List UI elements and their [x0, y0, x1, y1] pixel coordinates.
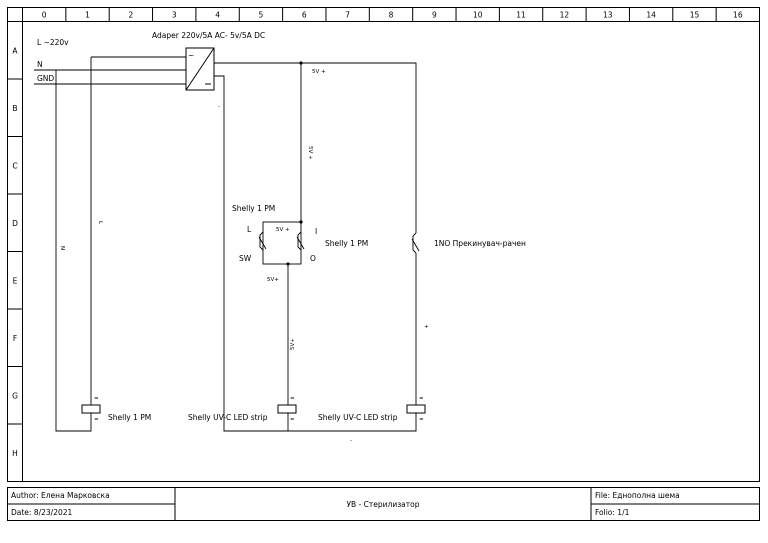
- junction-dot: [299, 220, 303, 224]
- label-load-uv2: Shelly UV-C LED strip: [318, 413, 398, 422]
- load-uv2-symbol: [406, 404, 426, 414]
- label-bottom-minus: -: [350, 438, 352, 444]
- column-label: 9: [432, 11, 437, 20]
- terminal-mark: =: [290, 417, 295, 423]
- row-label: B: [12, 104, 17, 113]
- junction-dot: [286, 262, 290, 266]
- terminal-mark: =: [290, 396, 295, 402]
- titleblock-folio: Folio: 1/1: [595, 508, 630, 517]
- label-adapter: Adaper 220v/5A AC- 5v/5A DC: [152, 31, 265, 40]
- column-label: 0: [42, 11, 47, 20]
- titleblock-date: Date: 8/23/2021: [11, 508, 73, 517]
- column-label: 3: [172, 11, 177, 20]
- column-label: 7: [345, 11, 350, 20]
- manual-switch-symbol: [411, 232, 420, 254]
- adapter-ac-symbol: ~: [188, 51, 194, 60]
- row-label: C: [12, 161, 17, 170]
- wire-n-vertical: [55, 70, 92, 432]
- label-switch: 1NO Прекинувач-рачен: [434, 239, 526, 248]
- row-label: H: [12, 449, 18, 458]
- label-load-shelly: Shelly 1 PM: [108, 413, 151, 422]
- load-symbols: [81, 404, 426, 414]
- label-5v-vertical: 5V +: [307, 146, 313, 160]
- label-wire-n: N: [59, 246, 65, 250]
- title-block: [7, 487, 760, 521]
- column-label: 4: [215, 11, 220, 20]
- column-label: 10: [473, 11, 483, 20]
- column-label: 6: [302, 11, 307, 20]
- label-sw-5v: 5V+: [267, 277, 279, 283]
- row-label: G: [12, 391, 18, 400]
- wire-negative-bus: [214, 75, 417, 432]
- row-label: D: [12, 219, 18, 228]
- column-label: 1: [85, 11, 90, 20]
- label-shelly-pm-side: Shelly 1 PM: [325, 239, 368, 248]
- label-5v-top: 5V +: [312, 69, 326, 75]
- row-label: E: [13, 276, 18, 285]
- terminal-mark: =: [419, 396, 424, 402]
- wiring: [34, 56, 417, 432]
- label-shelly-pm-title: Shelly 1 PM: [232, 204, 275, 213]
- label-wire-l: L: [97, 221, 103, 225]
- column-label: 14: [646, 11, 656, 20]
- label-plus-mark: +: [424, 324, 429, 330]
- label-load-uv1: Shelly UV-C LED strip: [188, 413, 268, 422]
- row-label: A: [12, 46, 18, 55]
- label-n: N: [37, 60, 43, 69]
- row-label: F: [13, 334, 17, 343]
- column-label: 5: [259, 11, 264, 20]
- titleblock-file: File: Еднополна шема: [595, 491, 680, 500]
- outer-frame: [7, 7, 760, 482]
- column-label: 16: [733, 11, 743, 20]
- wire-5v-main: [214, 62, 417, 233]
- label-minus-small: -: [218, 104, 220, 110]
- terminal-mark: =: [94, 417, 99, 423]
- column-dividers: [65, 7, 717, 22]
- terminal-mark: =: [419, 417, 424, 423]
- column-label: 2: [128, 11, 133, 20]
- row-dividers: [7, 78, 23, 425]
- label-5v-lower: 5V+: [290, 338, 296, 350]
- adapter-symbol: [185, 47, 215, 91]
- label-pin-l: L: [247, 225, 252, 234]
- column-label: 8: [389, 11, 394, 20]
- titleblock-title: УВ - Стерилизатор: [346, 500, 419, 509]
- junction-dot: [299, 61, 303, 65]
- label-pin-sw: SW: [239, 254, 252, 263]
- terminal-mark: =: [94, 396, 99, 402]
- column-label: 11: [516, 11, 526, 20]
- column-label: 15: [690, 11, 700, 20]
- label-pin-5v: 5V +: [276, 227, 290, 233]
- load-uv1-symbol: [277, 404, 297, 414]
- row-labels: A B C D E F G H: [12, 46, 18, 458]
- label-supply: L ~220v: [37, 38, 69, 47]
- column-label: 12: [560, 11, 570, 20]
- column-label: 13: [603, 11, 613, 20]
- shelly-contact-symbols: [258, 231, 305, 251]
- label-pin-i: I: [315, 227, 317, 236]
- titleblock-author: Author: Елена Марковска: [11, 491, 110, 500]
- label-gnd: GND: [37, 74, 54, 83]
- label-pin-o: O: [310, 254, 316, 263]
- load-shelly-symbol: [81, 404, 101, 414]
